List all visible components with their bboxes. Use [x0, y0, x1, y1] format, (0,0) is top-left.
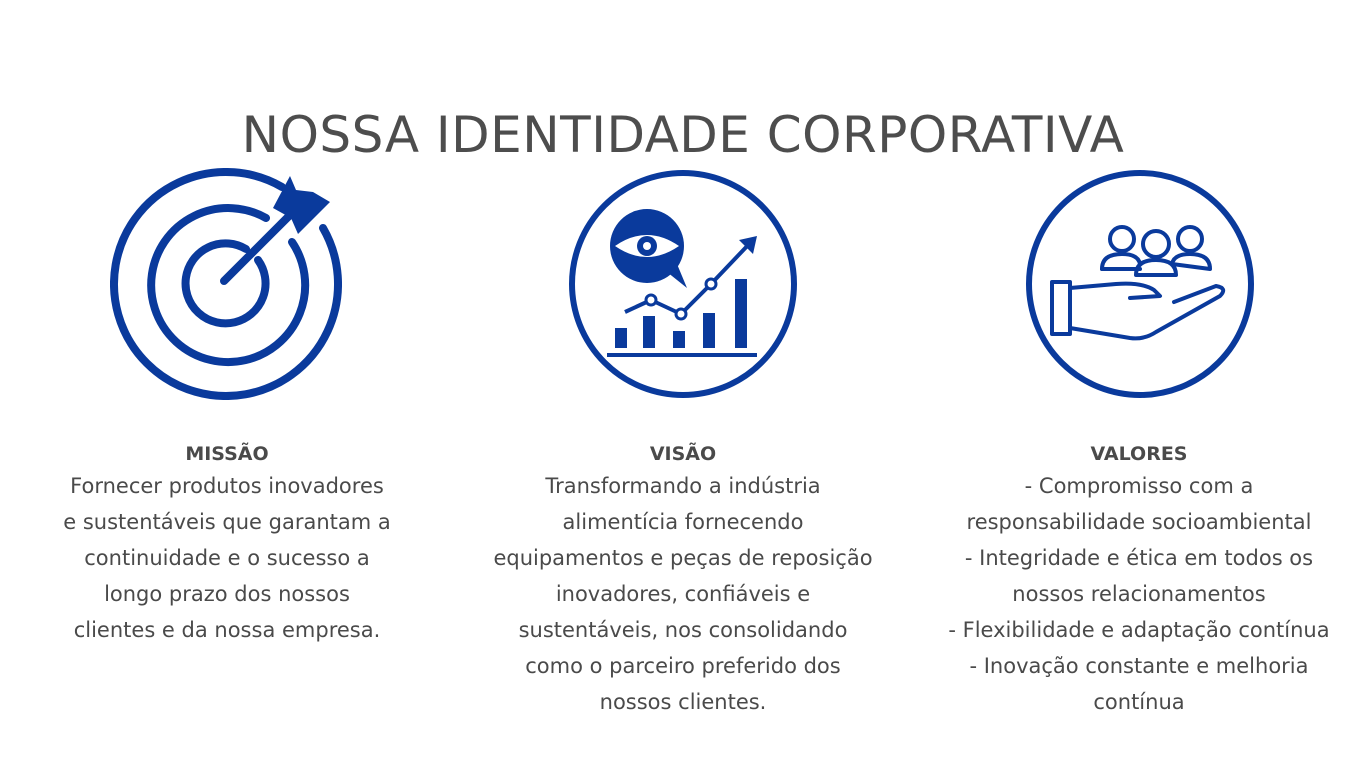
mission-line: continuidade e o sucesso a: [84, 546, 370, 570]
mission-text: Fornecer produtos inovadores e sustentáv…: [46, 468, 408, 648]
values-line: nossos relacionamentos: [1012, 582, 1266, 606]
page-title: NOSSA IDENTIDADE CORPORATIVA: [241, 105, 1125, 164]
vision-line: inovadores, confiáveis e: [555, 582, 811, 606]
vision-line: como o parceiro preferido dos: [525, 654, 841, 678]
vision-line: sustentáveis, nos consolidando: [518, 618, 848, 642]
values-line: - Compromisso com a: [1024, 474, 1254, 498]
values-heading: VALORES: [1090, 443, 1188, 465]
vision-heading: VISÃO: [649, 443, 717, 465]
vision-line: nossos clientes.: [599, 690, 767, 714]
values-line: contínua: [1093, 690, 1185, 714]
values-section: VALORES - Compromisso com a responsabili…: [928, 440, 1350, 720]
values-line: - Inovação constante e melhoria: [969, 654, 1309, 678]
values-line: - Integridade e ética em todos os: [964, 546, 1314, 570]
mission-line: e sustentáveis que garantam a: [63, 510, 391, 534]
vision-section: VISÃO Transformando a indústria alimentí…: [468, 440, 898, 720]
target-arrow-icon: [110, 168, 342, 400]
values-line: - Flexibilidade e adaptação contínua: [948, 618, 1330, 642]
mission-heading: MISSÃO: [185, 443, 269, 465]
vision-text: Transformando a indústria alimentícia fo…: [468, 468, 898, 720]
mission-section: MISSÃO Fornecer produtos inovadores e su…: [46, 440, 408, 648]
mission-line: Fornecer produtos inovadores: [70, 474, 384, 498]
values-line: responsabilidade socioambiental: [966, 510, 1312, 534]
values-text: - Compromisso com a responsabilidade soc…: [928, 468, 1350, 720]
mission-line: longo prazo dos nossos: [104, 582, 350, 606]
mission-line: clientes e da nossa empresa.: [73, 618, 381, 642]
vision-growth-chart-icon: [567, 168, 799, 400]
vision-line: alimentícia fornecendo: [562, 510, 804, 534]
vision-line: Transformando a indústria: [545, 474, 821, 498]
hand-people-values-icon: [1024, 168, 1256, 400]
vision-line: equipamentos e peças de reposição: [493, 546, 873, 570]
